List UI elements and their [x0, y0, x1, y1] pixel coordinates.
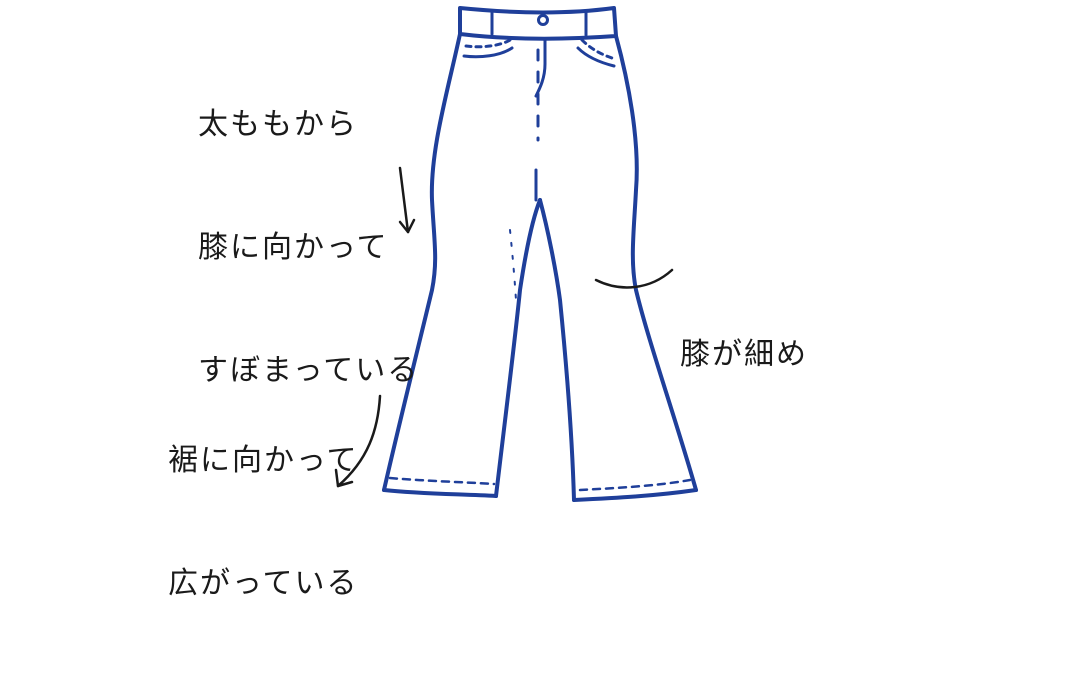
- annotation-line: 太ももから: [198, 107, 358, 142]
- hem-arrow: [336, 394, 382, 488]
- right-leg-inner: [538, 198, 576, 502]
- right-hem: [572, 488, 698, 502]
- waist-button-icon: [537, 14, 549, 26]
- left-pocket: [464, 38, 512, 49]
- flare-jeans-drawing: [334, 6, 698, 502]
- right-leg-outer: [614, 34, 698, 492]
- annotation-line: 膝が細め: [680, 337, 808, 372]
- annotation-line: 裾に向かって: [168, 443, 359, 478]
- illustration-canvas: 太ももから 膝に向かって すぼまっている 膝が細め 裾に向かって 広がっている: [168, 6, 808, 601]
- annotation-line: 膝に向かって: [198, 230, 389, 265]
- annotation-hem: 裾に向かって 広がっている: [168, 358, 359, 686]
- waistband-outline: [458, 6, 618, 41]
- annotation-thigh-to-knee: 太ももから 膝に向かって すぼまっている: [198, 22, 419, 473]
- knee-pointer-line: [594, 268, 674, 289]
- left-leg-outer: [382, 32, 462, 492]
- thigh-arrow: [398, 166, 410, 234]
- left-hem: [382, 488, 498, 498]
- annotation-knee: 膝が細め: [680, 252, 808, 457]
- right-pocket: [580, 38, 614, 60]
- left-leg-inner: [494, 198, 542, 498]
- fly-stitch: [534, 38, 547, 98]
- annotation-line: 広がっている: [168, 566, 359, 601]
- annotation-line: すぼまっている: [198, 353, 420, 388]
